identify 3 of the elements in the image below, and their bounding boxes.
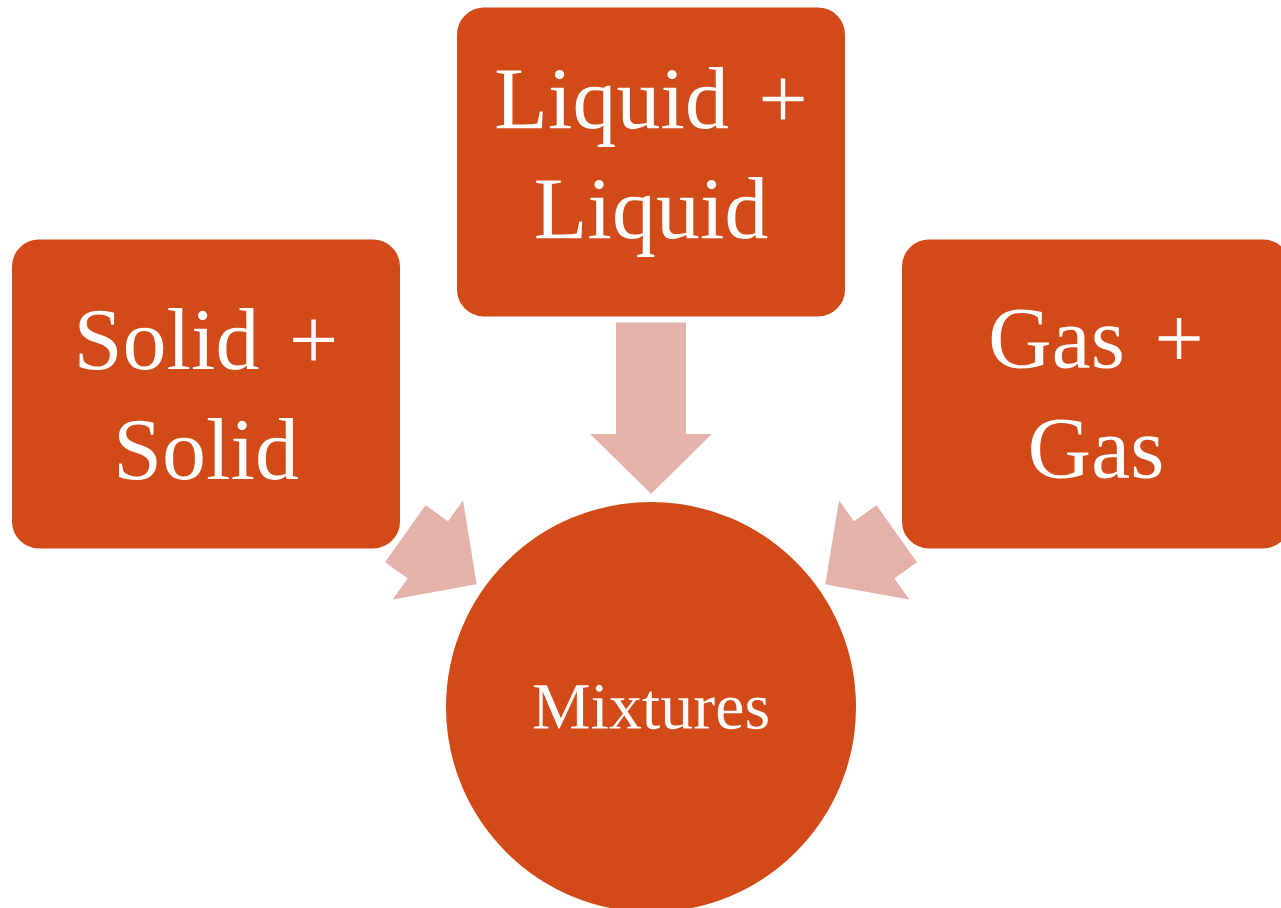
process-box: Gas + Gas [900, 237, 1281, 551]
process-box: Solid + Solid [10, 237, 402, 551]
process-box: Liquid + Liquid [455, 5, 847, 319]
